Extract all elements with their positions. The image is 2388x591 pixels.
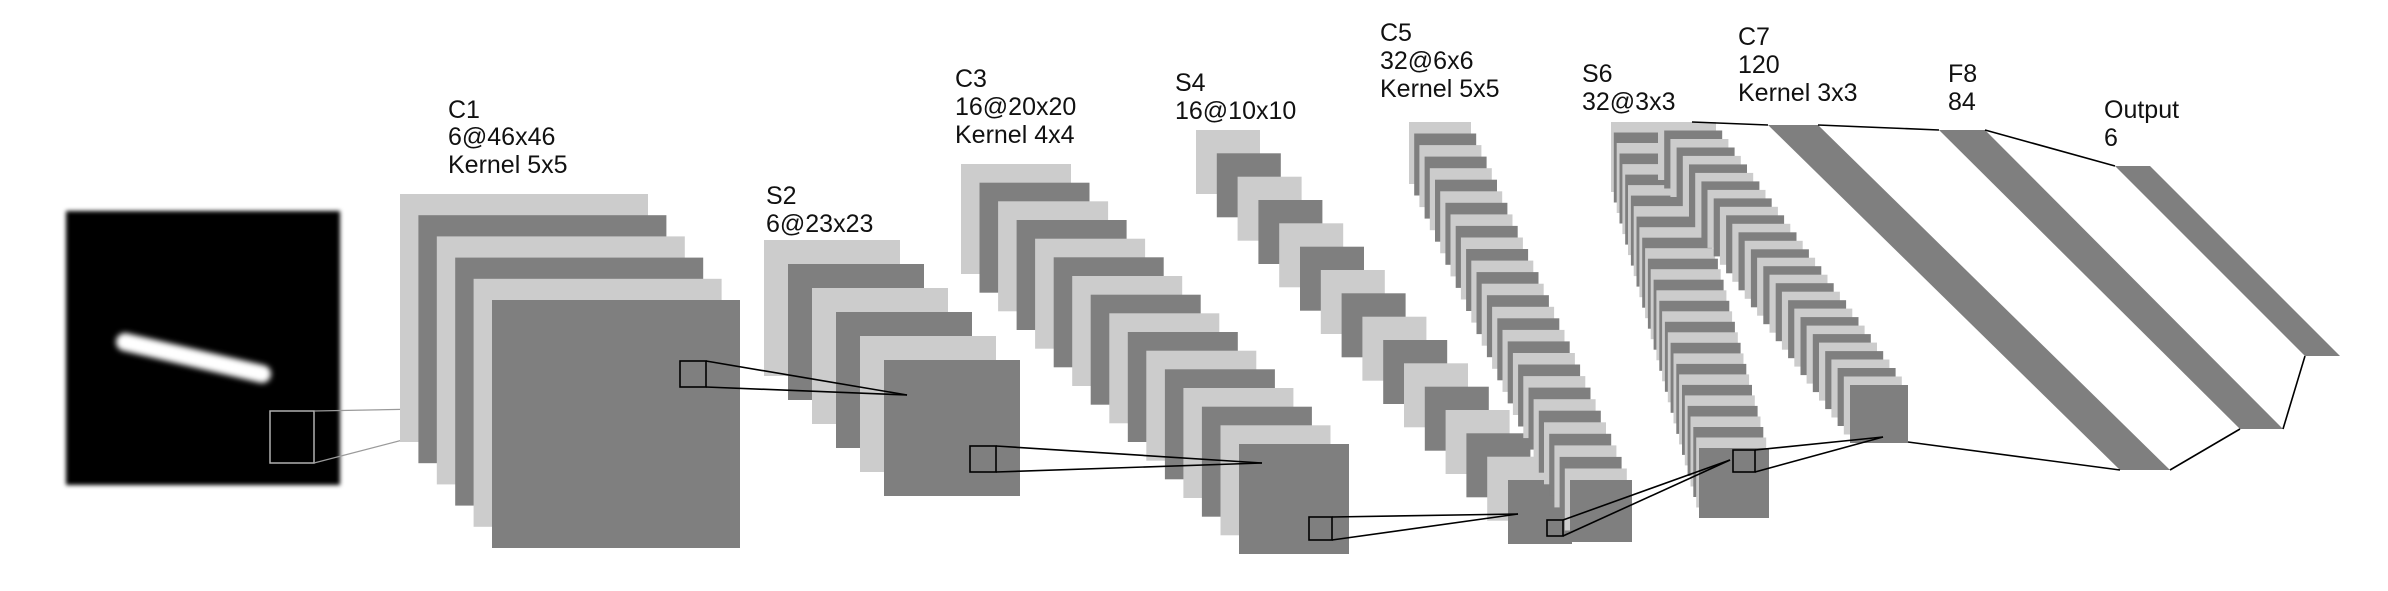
layer-dims: 32@3x3 xyxy=(1582,88,1676,116)
layer-name: S4 xyxy=(1175,69,1206,97)
input-receptive-field-box xyxy=(269,410,315,464)
layer-name: S6 xyxy=(1582,60,1613,88)
stack-c7 xyxy=(1658,122,1908,443)
layer-name: C7 xyxy=(1738,23,1770,51)
layer-dims: 6@46x46 xyxy=(448,123,555,151)
label-s2: S2 6@23x23 xyxy=(766,182,873,238)
connector-c5-c7 xyxy=(1754,436,1884,451)
c5-receptive-field-box xyxy=(1732,449,1756,473)
receptive-fields xyxy=(679,360,1884,541)
connector-c7-f8-bottom xyxy=(2169,428,2241,471)
connector-s4-c5 xyxy=(1562,459,1731,537)
layer-name: Output xyxy=(2104,96,2179,124)
connector-c3-s4 xyxy=(1331,513,1519,541)
layer-dims: 120 xyxy=(1738,51,1780,79)
c7-dense-bar xyxy=(1768,125,2170,470)
s2-receptive-field-box xyxy=(969,445,997,473)
layer-name: F8 xyxy=(1948,60,1977,88)
layer-kernel: Kernel 4x4 xyxy=(955,121,1075,149)
layer-name: C3 xyxy=(955,65,987,93)
c3-receptive-field-box xyxy=(1308,516,1333,541)
layer-kernel: Kernel 3x3 xyxy=(1738,79,1858,107)
connector-f8-output-bottom xyxy=(2282,355,2306,430)
label-s6: S6 32@3x3 xyxy=(1582,60,1676,116)
connector-c1-s2 xyxy=(705,386,908,396)
layer-name: C1 xyxy=(448,96,480,124)
connector-s2-c3 xyxy=(995,462,1263,473)
label-c7: C7 120 Kernel 3x3 xyxy=(1738,23,1858,107)
label-f8: F8 84 xyxy=(1948,60,1977,116)
label-c1: C1 6@46x46 Kernel 5x5 xyxy=(448,96,568,179)
layer-dims: 16@20x20 xyxy=(955,93,1076,121)
f8-dense-bar xyxy=(1939,130,2283,429)
layer-kernel: Kernel 5x5 xyxy=(448,151,568,179)
connector-c7map-f8-bottom xyxy=(1907,441,2121,471)
layer-name: C5 xyxy=(1380,19,1412,47)
c1-receptive-field-box xyxy=(679,360,707,388)
input-image xyxy=(66,211,340,485)
connector-c6-c7-top xyxy=(1691,121,1769,126)
feature-map xyxy=(1850,385,1908,443)
stack-c1 xyxy=(400,194,740,548)
feature-map xyxy=(884,360,1020,496)
label-c3: C3 16@20x20 Kernel 4x4 xyxy=(955,65,1076,149)
dense-connectors xyxy=(1691,121,2306,471)
feature-map xyxy=(492,300,740,548)
connector-f8-output-top xyxy=(1984,129,2116,167)
connector-c3-s4 xyxy=(1331,513,1519,518)
layer-dims: 32@6x6 xyxy=(1380,47,1474,75)
stack-s2 xyxy=(764,240,1020,496)
layer-name: S2 xyxy=(766,182,797,210)
output-dense-bar xyxy=(2115,166,2340,356)
stack-c3 xyxy=(961,164,1349,554)
layer-dims: 16@10x10 xyxy=(1175,97,1296,125)
layer-dims: 84 xyxy=(1948,88,1976,116)
connector-s2-c3 xyxy=(995,445,1263,464)
connector-c5-c7 xyxy=(1754,436,1884,473)
label-s4: S4 16@10x10 xyxy=(1175,69,1296,125)
s4-receptive-field-box xyxy=(1546,519,1564,537)
layer-dims: 6@23x23 xyxy=(766,210,873,238)
feature-map xyxy=(1570,480,1632,542)
stack-c5 xyxy=(1409,122,1632,542)
label-c5: C5 32@6x6 Kernel 5x5 xyxy=(1380,19,1500,103)
connector-s4-c5 xyxy=(1562,459,1731,521)
connector-c1-s2 xyxy=(705,360,908,396)
label-output: Output 6 xyxy=(2104,96,2179,152)
connector-c7-f8-top xyxy=(1817,124,1940,131)
layer-dims: 6 xyxy=(2104,124,2118,152)
feature-map xyxy=(1699,448,1769,518)
stack-s6 xyxy=(1611,122,1769,518)
layer-kernel: Kernel 5x5 xyxy=(1380,75,1500,103)
